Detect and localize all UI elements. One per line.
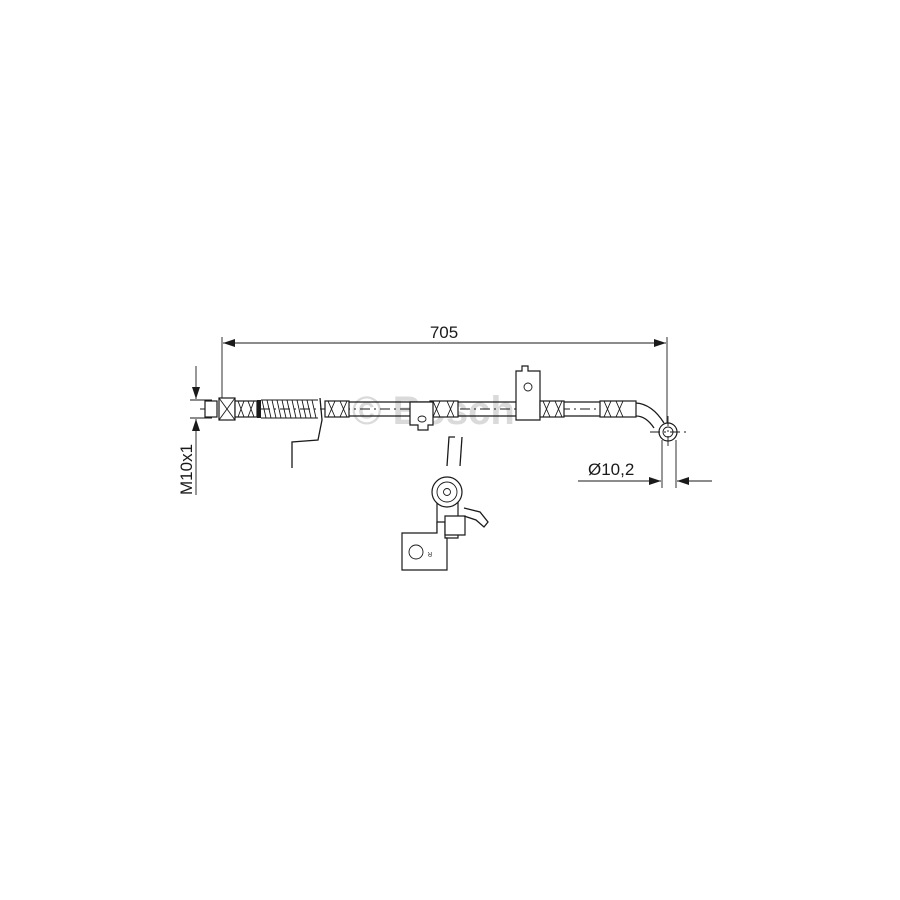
mounting-bracket: R — [401, 436, 489, 571]
thread-label: M10x1 — [177, 444, 196, 495]
length-dimension: 705 — [221, 323, 668, 425]
thread-dimension: M10x1 — [177, 366, 212, 495]
hose — [200, 365, 686, 468]
diameter-label: Ø10,2 — [588, 460, 634, 479]
diameter-dimension: Ø10,2 — [578, 440, 712, 488]
side-marker: R — [427, 550, 432, 556]
length-label: 705 — [430, 323, 458, 342]
